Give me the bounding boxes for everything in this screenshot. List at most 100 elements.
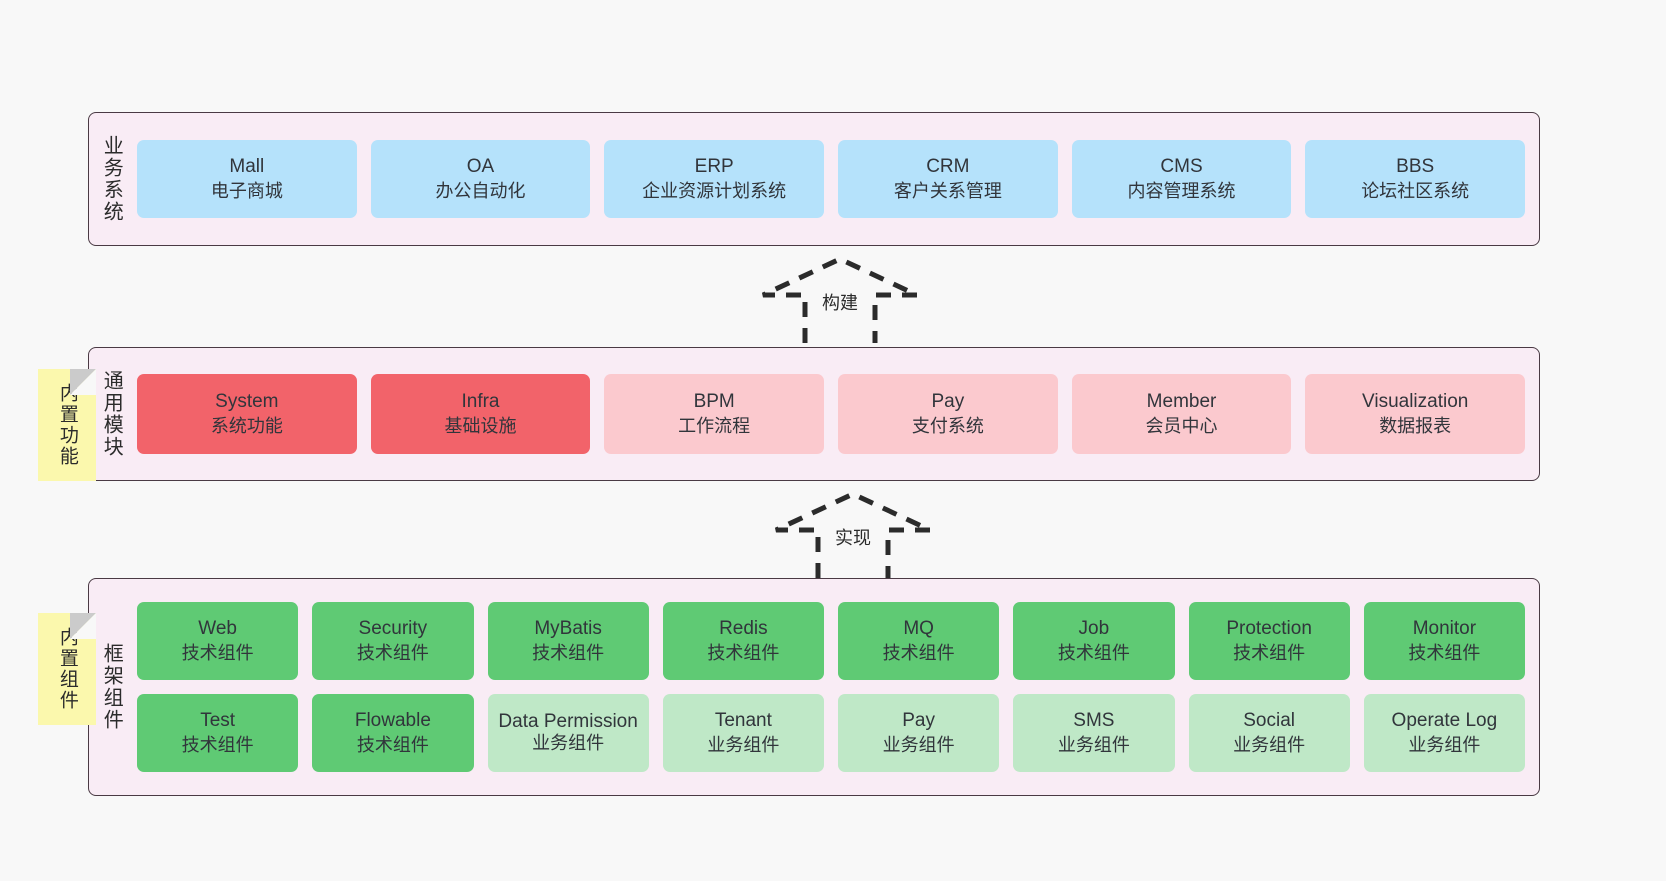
tag-label: 内置功能 [56, 383, 78, 467]
card-title: Protection [1226, 617, 1312, 639]
card-subtitle: 数据报表 [1379, 415, 1452, 436]
card-title: Pay [931, 390, 965, 412]
card-subtitle: 企业资源计划系统 [642, 180, 787, 201]
card-subtitle: 业务组件 [1233, 734, 1306, 755]
card-mq[interactable]: MQ 技术组件 [838, 602, 1000, 680]
card-monitor[interactable]: Monitor 技术组件 [1363, 602, 1525, 680]
section-body-framework-components: Web 技术组件 Security 技术组件 MyBatis 技术组件 Redi… [133, 579, 1539, 795]
section-title-common-modules: 通用模块 [100, 370, 123, 458]
card-subtitle: 业务组件 [882, 734, 955, 755]
card-subtitle: 技术组件 [1408, 642, 1481, 663]
card-oa[interactable]: OA 办公自动化 [370, 140, 591, 218]
card-title: Tenant [714, 709, 772, 731]
card-subtitle: 业务组件 [707, 734, 780, 755]
card-mall[interactable]: Mall 电子商城 [137, 140, 357, 218]
card-subtitle: 业务组件 [1057, 734, 1130, 755]
tag-label: 内置组件 [56, 627, 78, 711]
card-test[interactable]: Test 技术组件 [137, 694, 299, 772]
section-business-systems: 业务系统 Mall 电子商城 OA 办公自动化 ERP 企业资源计划系统 CRM… [88, 112, 1540, 246]
card-social[interactable]: Social 业务组件 [1188, 694, 1350, 772]
card-subtitle: 电子商城 [210, 180, 283, 201]
card-subtitle: 技术组件 [707, 642, 780, 663]
card-title: Data Permission [498, 710, 638, 732]
card-title: Test [200, 709, 236, 731]
card-web[interactable]: Web 技术组件 [137, 602, 299, 680]
section-title-framework-components: 框架组件 [100, 643, 123, 731]
card-system[interactable]: System 系统功能 [137, 374, 357, 454]
card-title: Mall [229, 155, 265, 177]
card-title: ERP [694, 155, 734, 177]
card-operate-log[interactable]: Operate Log 业务组件 [1363, 694, 1525, 772]
card-subtitle: 论坛社区系统 [1361, 180, 1470, 201]
card-subtitle: 技术组件 [1233, 642, 1306, 663]
card-subtitle: 技术组件 [181, 642, 254, 663]
card-subtitle: 支付系统 [911, 415, 984, 436]
tag-builtin-features: 内置功能 [38, 369, 96, 481]
card-subtitle: 基础设施 [444, 415, 517, 436]
section-body-common-modules: System 系统功能 Infra 基础设施 BPM 工作流程 Pay 支付系统… [133, 348, 1539, 480]
card-title: SMS [1073, 709, 1115, 731]
card-flowable[interactable]: Flowable 技术组件 [312, 694, 474, 772]
card-pay-component[interactable]: Pay 业务组件 [838, 694, 1000, 772]
card-title: Security [358, 617, 428, 639]
card-subtitle: 办公自动化 [435, 180, 526, 201]
card-subtitle: 技术组件 [1057, 642, 1130, 663]
card-title: System [215, 390, 279, 412]
card-subtitle: 业务组件 [532, 732, 605, 753]
tag-builtin-components: 内置组件 [38, 613, 96, 725]
card-row: Mall 电子商城 OA 办公自动化 ERP 企业资源计划系统 CRM 客户关系… [137, 140, 1526, 218]
card-subtitle: 客户关系管理 [893, 180, 1002, 201]
card-erp[interactable]: ERP 企业资源计划系统 [604, 140, 825, 218]
card-security[interactable]: Security 技术组件 [312, 602, 474, 680]
card-data-permission[interactable]: Data Permission 业务组件 [487, 694, 649, 772]
connector-label: 实现 [831, 524, 875, 550]
card-subtitle: 会员中心 [1145, 415, 1218, 436]
card-subtitle: 系统功能 [210, 415, 283, 436]
card-protection[interactable]: Protection 技术组件 [1188, 602, 1350, 680]
card-bpm[interactable]: BPM 工作流程 [604, 374, 825, 454]
card-infra[interactable]: Infra 基础设施 [370, 374, 591, 454]
card-cms[interactable]: CMS 内容管理系统 [1071, 140, 1292, 218]
card-title: Visualization [1362, 390, 1469, 412]
card-sms[interactable]: SMS 业务组件 [1013, 694, 1175, 772]
section-body-business-systems: Mall 电子商城 OA 办公自动化 ERP 企业资源计划系统 CRM 客户关系… [133, 113, 1539, 245]
card-title: Pay [902, 709, 935, 731]
card-tenant[interactable]: Tenant 业务组件 [662, 694, 824, 772]
card-mybatis[interactable]: MyBatis 技术组件 [487, 602, 649, 680]
card-row: System 系统功能 Infra 基础设施 BPM 工作流程 Pay 支付系统… [137, 374, 1526, 454]
card-title: Member [1146, 390, 1217, 412]
card-title: Job [1078, 617, 1110, 639]
card-title: CMS [1160, 155, 1203, 177]
connector-label: 构建 [818, 289, 862, 315]
card-job[interactable]: Job 技术组件 [1013, 602, 1175, 680]
card-title: MyBatis [534, 617, 602, 639]
section-common-modules: 通用模块 System 系统功能 Infra 基础设施 BPM 工作流程 Pay… [88, 347, 1540, 481]
card-row-business: Test 技术组件 Flowable 技术组件 Data Permission … [137, 694, 1525, 772]
card-title: Infra [461, 390, 500, 412]
section-framework-components: 框架组件 Web 技术组件 Security 技术组件 MyBatis 技术组件… [88, 578, 1540, 796]
card-title: CRM [926, 155, 970, 177]
card-subtitle: 技术组件 [356, 734, 429, 755]
card-row-tech: Web 技术组件 Security 技术组件 MyBatis 技术组件 Redi… [137, 602, 1525, 680]
card-title: Web [198, 617, 237, 639]
card-title: Flowable [354, 709, 431, 731]
section-title-business-systems: 业务系统 [100, 135, 123, 223]
card-title: MQ [903, 617, 934, 639]
card-title: Redis [719, 617, 768, 639]
card-subtitle: 工作流程 [678, 415, 751, 436]
card-crm[interactable]: CRM 客户关系管理 [838, 140, 1058, 218]
card-pay-module[interactable]: Pay 支付系统 [838, 374, 1058, 454]
card-subtitle: 技术组件 [532, 642, 605, 663]
card-redis[interactable]: Redis 技术组件 [662, 602, 824, 680]
card-title: Monitor [1412, 617, 1477, 639]
card-visualization[interactable]: Visualization 数据报表 [1305, 374, 1526, 454]
card-subtitle: 技术组件 [181, 734, 254, 755]
card-title: BPM [693, 390, 735, 412]
card-subtitle: 业务组件 [1408, 734, 1481, 755]
card-title: Social [1243, 709, 1295, 731]
card-member[interactable]: Member 会员中心 [1071, 374, 1292, 454]
card-subtitle: 内容管理系统 [1127, 180, 1236, 201]
card-bbs[interactable]: BBS 论坛社区系统 [1305, 140, 1526, 218]
card-title: OA [466, 155, 495, 177]
